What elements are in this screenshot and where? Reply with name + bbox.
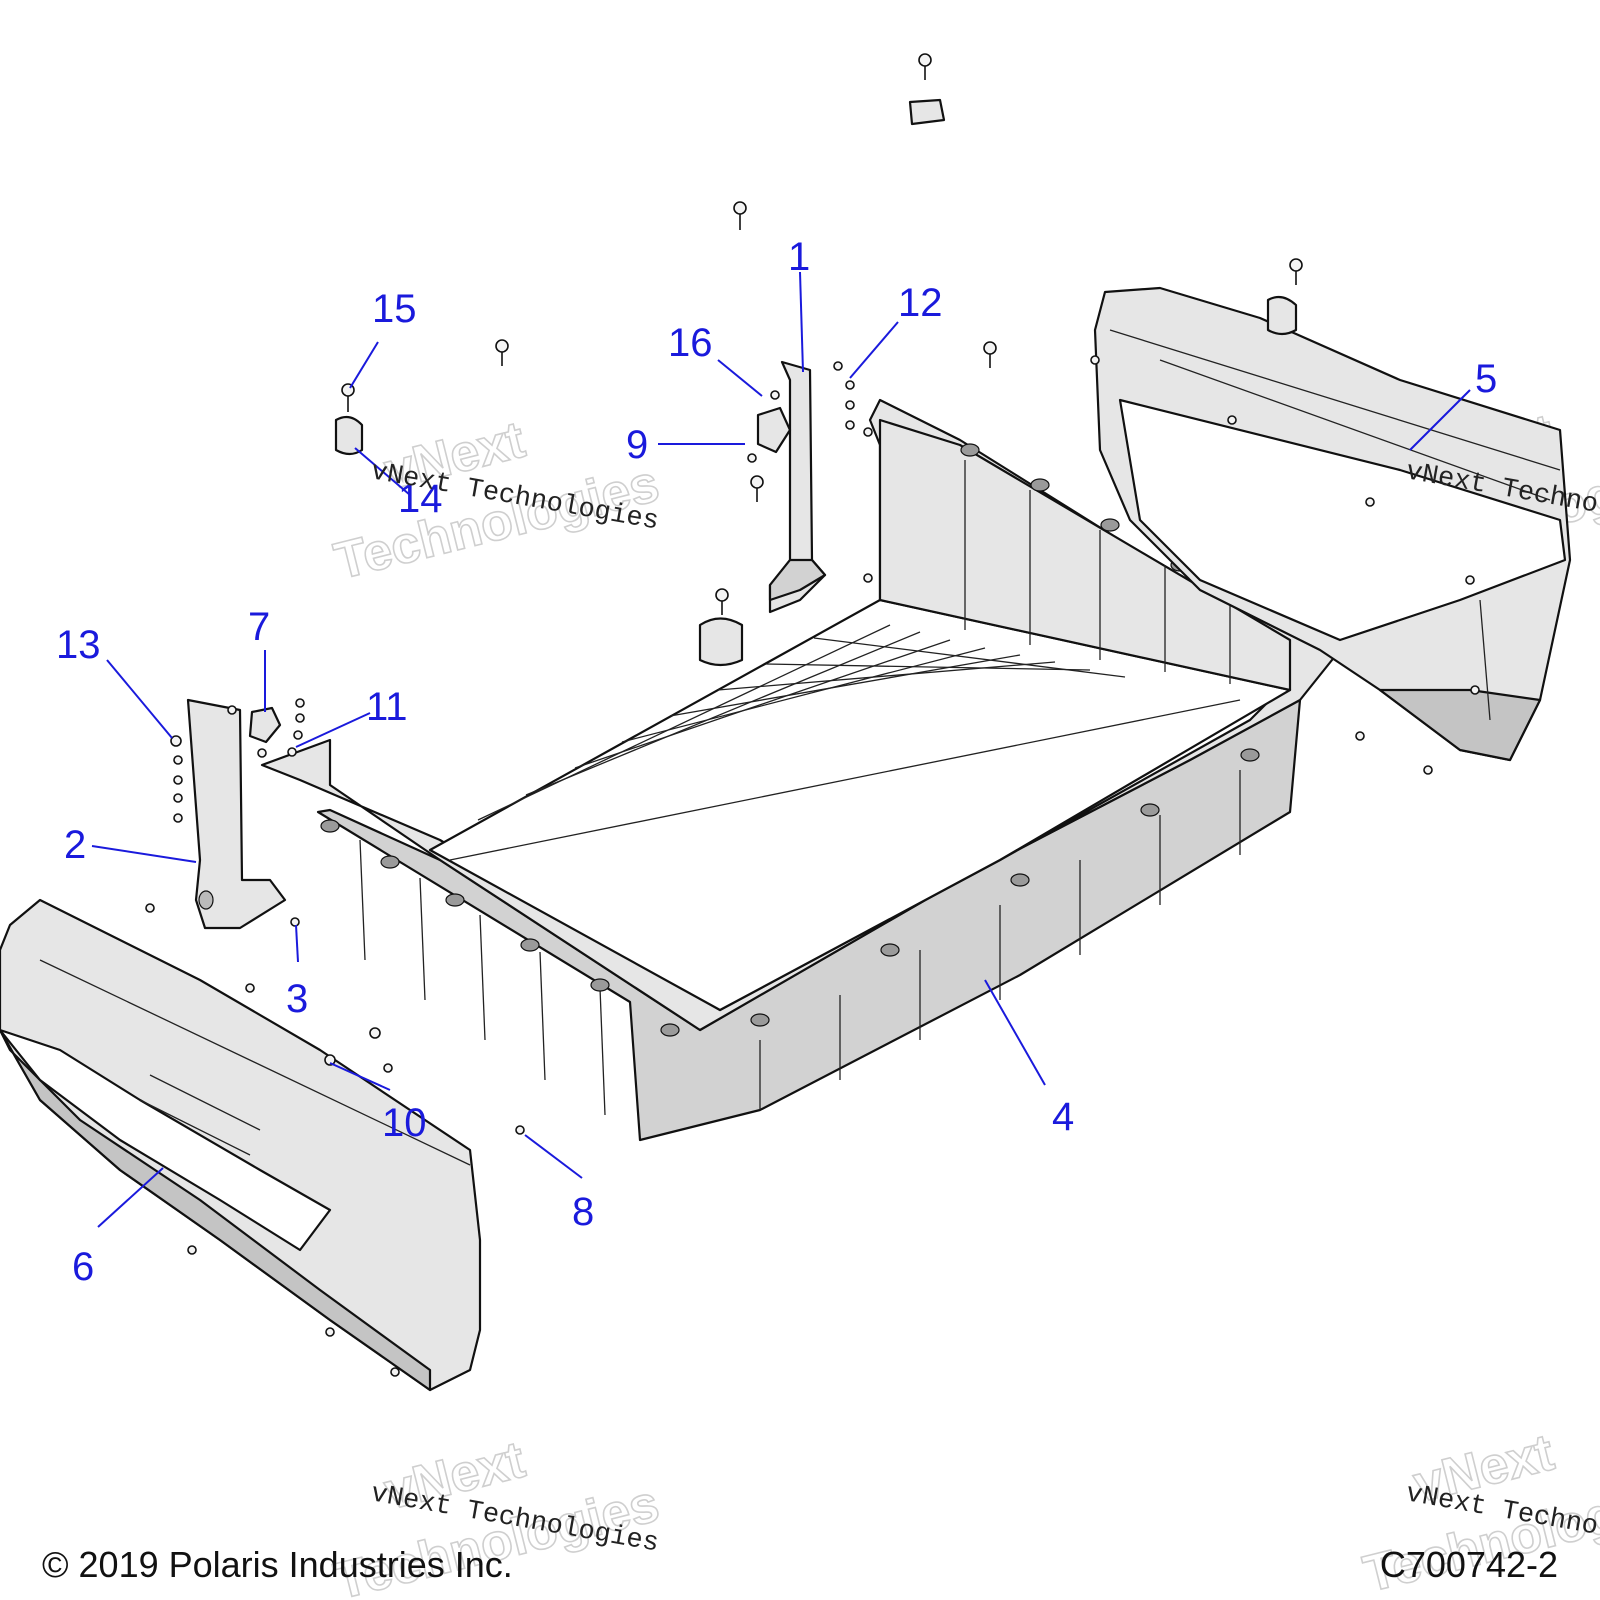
callout-2: 2 [64,823,86,867]
tie-down-loop-part [1266,295,1298,336]
callout-5: 5 [1475,357,1497,401]
callout-3: 3 [286,977,308,1021]
right-support-bracket-part [768,360,827,614]
callout-12: 12 [898,281,943,325]
left-support-bracket-part [186,698,287,930]
callout-16: 16 [668,321,713,365]
callout-4: 4 [1052,1095,1074,1139]
right-hinge-latch-part [756,406,792,454]
cargo-box-part [260,398,1342,1142]
callout-10: 10 [382,1101,427,1145]
left-hinge-latch-part [248,706,282,744]
fasteners-group [145,53,1480,1377]
callout-labels: 1 2 3 4 5 6 7 8 9 10 11 12 13 14 15 16 [56,235,1497,1289]
callout-8: 8 [572,1190,594,1234]
tie-down-clip-part [908,98,946,126]
callout-6: 6 [72,1245,94,1289]
callout-9: 9 [626,423,648,467]
right-side-panel-part [1093,286,1572,762]
callout-15: 15 [372,287,417,331]
copyright-notice: © 2019 Polaris Industries Inc. [42,1544,513,1585]
tie-down-loop-part [334,415,364,456]
drawing-number: C700742-2 [1379,1544,1558,1585]
tie-down-loop-part [698,617,744,667]
left-side-panel-part [0,898,482,1392]
callout-13: 13 [56,623,101,667]
callout-11: 11 [366,685,408,729]
callout-7: 7 [248,605,270,649]
callout-14: 14 [398,477,443,521]
leader-lines [91,271,1471,1228]
callout-1: 1 [788,235,810,279]
